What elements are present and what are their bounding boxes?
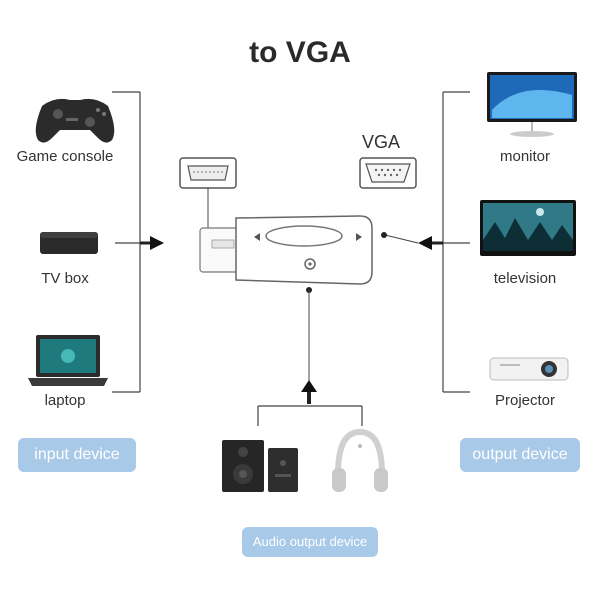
projector-icon [489, 357, 569, 381]
laptop-label: laptop [44, 392, 86, 409]
game-controller-icon [35, 98, 115, 143]
television-icon [480, 200, 576, 256]
projector-label: Projector [494, 392, 556, 409]
laptop-icon [28, 335, 108, 386]
monitor-label: monitor [499, 148, 551, 165]
input-device-badge: input device [18, 438, 136, 472]
game-console-label: Game console [16, 148, 114, 165]
input-arrow [140, 236, 164, 250]
tv-box-label: TV box [41, 270, 89, 287]
hdmi-port-icon [179, 157, 237, 235]
output-bracket [442, 91, 470, 393]
hdmi-vga-adapter [199, 215, 373, 285]
output-arrow [381, 232, 443, 250]
audio-output-device-badge: Audio output device [242, 527, 378, 557]
diagram-title: to VGA [249, 36, 351, 69]
vga-port-icon [359, 157, 417, 189]
headphones-icon [332, 428, 388, 492]
monitor-icon [487, 72, 577, 137]
vga-label: VGA [362, 132, 401, 152]
television-label: television [493, 270, 557, 287]
audio-connector [257, 287, 363, 426]
tv-box-icon [40, 232, 98, 254]
speaker-icon [222, 440, 298, 492]
output-device-badge: output device [460, 438, 580, 472]
